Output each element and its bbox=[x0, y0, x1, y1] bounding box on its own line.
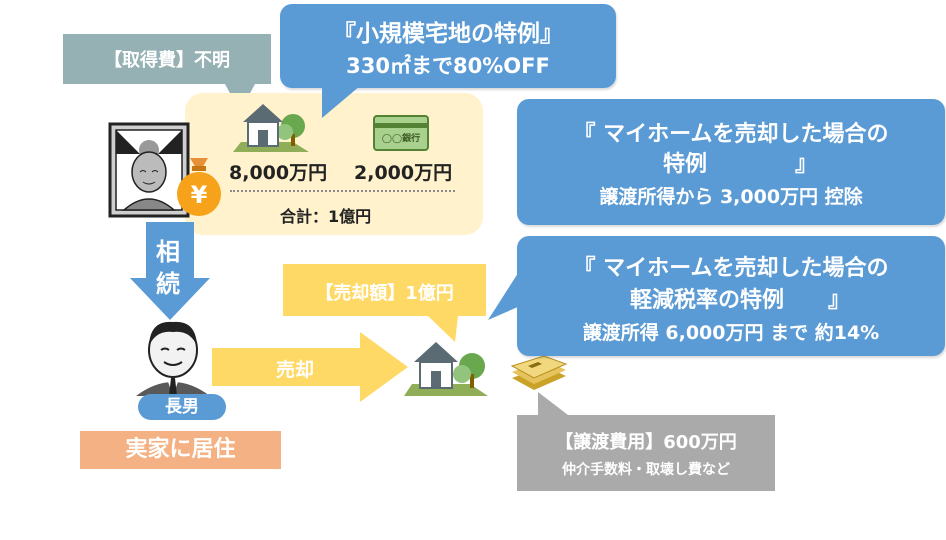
sell-arrow bbox=[212, 332, 408, 402]
transfer-cost-callout bbox=[517, 415, 775, 491]
svg-text:¥: ¥ bbox=[191, 181, 208, 209]
inherit-char-2: 続 bbox=[156, 270, 180, 298]
transfer-cost-detail: 仲介手数料・取壊し費など bbox=[562, 462, 730, 478]
inheritance-down-arrow bbox=[130, 222, 210, 320]
heir-name-badge: 長男 bbox=[138, 394, 226, 420]
inherit-char-1: 相 bbox=[156, 238, 180, 266]
bank-value: 2,000万円 bbox=[354, 162, 453, 184]
sale-price-label: 【売却額】1億円 bbox=[315, 283, 454, 304]
reduced-tax-special-detail: 譲渡所得 6,000万円 まで 約14% bbox=[582, 322, 880, 344]
home-sale-special-callout bbox=[517, 99, 945, 225]
home-sale-special-detail: 譲渡所得から 3,000万円 控除 bbox=[599, 186, 863, 208]
sell-label: 売却 bbox=[276, 359, 315, 381]
grandmother-portrait-icon bbox=[108, 122, 190, 218]
home-sale-special-line1: 『 マイホームを売却した場合の bbox=[573, 122, 889, 147]
panel-divider bbox=[230, 190, 455, 192]
house-icon bbox=[233, 104, 309, 152]
transfer-cost-title: 【譲渡費用】600万円 bbox=[555, 432, 737, 453]
small-land-special-title: 『小規模宅地の特例』 bbox=[333, 21, 563, 47]
sale-price-callout bbox=[283, 264, 486, 316]
cash-stack-icon bbox=[510, 355, 568, 390]
home-sale-special-line2: 特例 』 bbox=[662, 152, 817, 177]
reduced-tax-special-line2: 軽減税率の特例 』 bbox=[629, 288, 850, 313]
money-bag-icon: ¥ bbox=[177, 158, 221, 216]
house-value: 8,000万円 bbox=[229, 162, 328, 184]
acquisition-cost-box bbox=[63, 34, 271, 84]
inheritance-total: 合計：1億円 bbox=[280, 207, 372, 226]
bank-card-text: ◯◯銀行 bbox=[381, 134, 421, 144]
acquisition-cost-label: 【取得費】不明 bbox=[104, 50, 230, 71]
sold-house-icon bbox=[404, 342, 488, 396]
small-land-special-callout bbox=[280, 4, 616, 88]
bank-card-icon: ◯◯銀行 bbox=[373, 115, 429, 151]
heir-residence-status: 実家に居住 bbox=[80, 431, 281, 469]
small-land-special-detail: 330㎡まで80%OFF bbox=[346, 54, 550, 78]
reduced-tax-special-callout bbox=[517, 236, 945, 356]
reduced-tax-special-line1: 『 マイホームを売却した場合の bbox=[573, 256, 889, 281]
son-avatar-icon bbox=[136, 321, 210, 396]
